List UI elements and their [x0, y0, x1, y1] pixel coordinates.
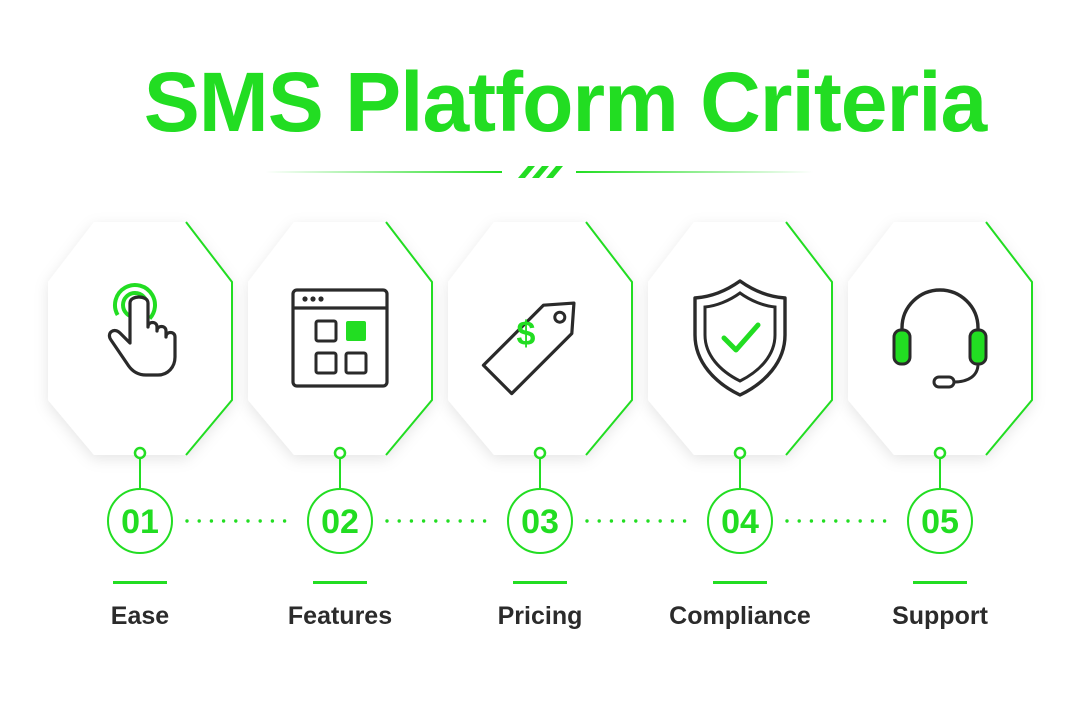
connector-dot: [809, 519, 814, 523]
connector-dot: [234, 519, 238, 523]
step-label-support: Support: [892, 602, 988, 630]
step-number-circle: [907, 488, 973, 554]
connector-dot: [409, 519, 414, 523]
hexagon-card: [848, 222, 1032, 455]
connector-dot: [882, 519, 887, 523]
connector-dot: [282, 519, 287, 523]
connector-4-5: [785, 519, 887, 523]
step-card-1: 01: [48, 221, 233, 584]
step-node: [733, 446, 747, 460]
connector-dot: [470, 519, 475, 523]
connector-dot: [597, 519, 601, 523]
connector-dot: [209, 519, 214, 523]
step-number-circle: [307, 488, 373, 554]
connector-dot: [621, 519, 626, 523]
connector-dot: [197, 519, 201, 523]
step-underline: [713, 581, 767, 584]
connector-dot: [434, 519, 438, 523]
step-card-5: 05: [848, 221, 1033, 584]
connector-2-3: [385, 519, 487, 523]
connector-dot: [646, 519, 650, 523]
dashboard-grid-icon: [291, 288, 389, 388]
connector-dot: [858, 519, 862, 523]
connector-1-2: [185, 519, 287, 523]
step-card-3: $ 03: [448, 221, 633, 584]
hexagon-accent-edge: [385, 221, 433, 456]
connector-dot: [258, 519, 262, 523]
step-card-4: 04: [648, 221, 833, 584]
shield-check-icon: [693, 279, 787, 397]
connector-dot: [682, 519, 687, 523]
connector-dot: [658, 519, 662, 523]
connector-dot: [870, 519, 875, 523]
connector-dot: [482, 519, 487, 523]
step-number-circle: [507, 488, 573, 554]
step-underline: [913, 581, 967, 584]
connector-dot: [385, 519, 389, 523]
connector-dot: [185, 519, 189, 523]
step-connectors: [185, 519, 887, 523]
step-number-circle: [707, 488, 773, 554]
touch-hand-icon: [107, 283, 177, 377]
step-number: 02: [321, 503, 359, 541]
connector-dot: [446, 519, 450, 523]
step-number: 03: [521, 503, 559, 541]
connector-3-4: [585, 519, 687, 523]
headset-icon: [892, 288, 988, 389]
hexagon-accent-edge: [985, 221, 1033, 456]
title-divider: [265, 166, 813, 178]
step-node: [333, 446, 347, 460]
step-node: [133, 446, 147, 460]
step-card-2: 02: [248, 221, 433, 584]
connector-dot: [458, 519, 462, 523]
step-underline: [113, 581, 167, 584]
connector-dot: [785, 519, 789, 523]
divider-slashes: [518, 166, 563, 178]
divider-line-left: [265, 171, 502, 173]
step-label-ease: Ease: [110, 602, 170, 630]
connector-dot: [846, 519, 850, 523]
hexagon-accent-edge: [785, 221, 833, 456]
connector-dot: [797, 519, 801, 523]
connector-dot: [270, 519, 275, 523]
svg-text:$: $: [517, 315, 536, 353]
connector-dot: [397, 519, 401, 523]
divider-line-right: [576, 171, 813, 173]
connector-dot: [585, 519, 589, 523]
step-label-features: Features: [287, 602, 393, 630]
step-underline: [313, 581, 367, 584]
hexagon-accent-edge: [585, 221, 633, 456]
step-label-pricing: Pricing: [497, 602, 583, 630]
connector-dot: [221, 519, 226, 523]
connector-dot: [834, 519, 838, 523]
price-tag-icon: $: [481, 301, 576, 396]
connector-dot: [609, 519, 614, 523]
page-title: SMS Platform Criteria: [143, 55, 988, 149]
step-number-circle: [107, 488, 173, 554]
step-label-compliance: Compliance: [669, 602, 811, 630]
step-node: [933, 446, 947, 460]
step-number: 05: [921, 503, 959, 541]
connector-dot: [246, 519, 250, 523]
step-number: 01: [121, 503, 159, 541]
connector-dot: [634, 519, 638, 523]
connector-dot: [821, 519, 826, 523]
step-number: 04: [721, 503, 759, 541]
connector-dot: [421, 519, 426, 523]
hexagon-accent-edge: [185, 221, 233, 456]
step-node: [533, 446, 547, 460]
step-underline: [513, 581, 567, 584]
connector-dot: [670, 519, 675, 523]
